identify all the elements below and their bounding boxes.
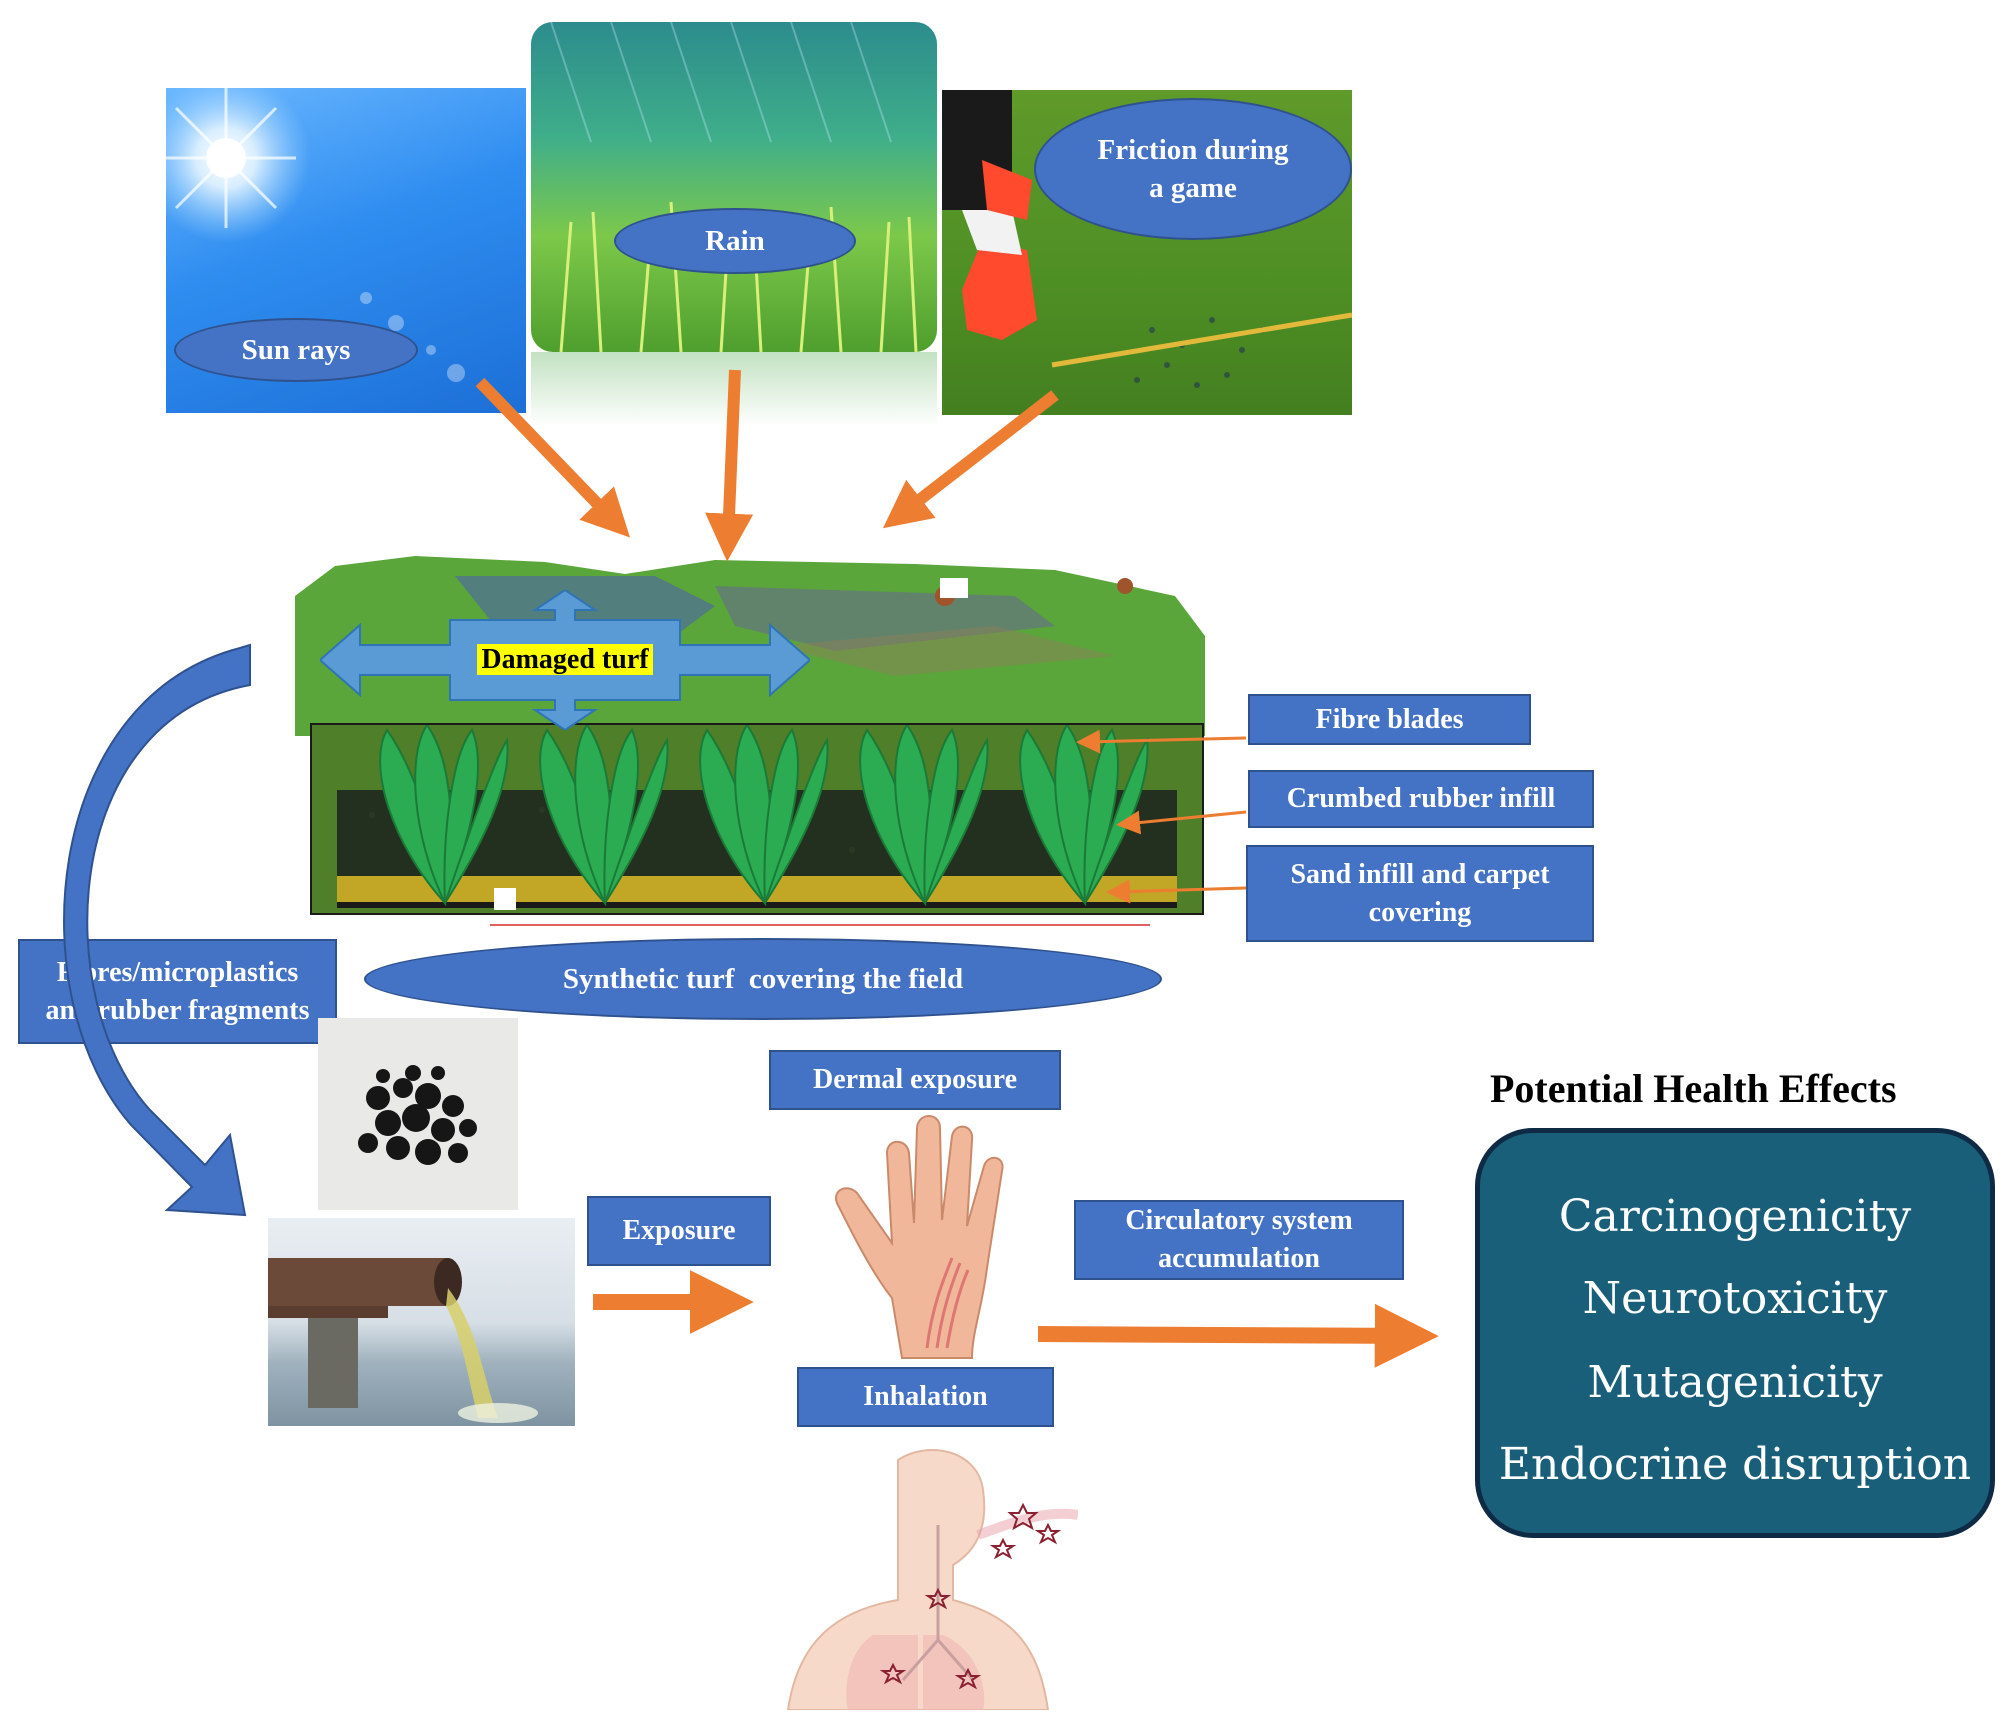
rubber-crumbs-photo: [318, 1018, 518, 1210]
turf-cross-section: [310, 723, 1204, 915]
effect-neurotoxicity: Neurotoxicity: [1582, 1273, 1888, 1324]
hand-icon: [835, 1115, 1004, 1359]
rain-photo: [531, 22, 937, 352]
inhalation-label: Inhalation: [797, 1367, 1054, 1427]
friction-label: Friction during a game: [1034, 98, 1352, 240]
accumulation-arrow: [1037, 1303, 1439, 1368]
fibres-microplastics-label: Fibres/microplastics and rubber fragment…: [18, 939, 337, 1044]
health-effects-title: Potential Health Effects: [1490, 1066, 1897, 1111]
damaged-turf-label: Damaged turf: [465, 640, 665, 680]
damaged-turf-text: Damaged turf: [477, 644, 653, 675]
lungs-inhalation-icon: [786, 1449, 1078, 1710]
effect-endocrine-disruption: Endocrine disruption: [1498, 1439, 1972, 1490]
rain-photo-reflection: [531, 352, 937, 427]
exposure-label: Exposure: [587, 1196, 771, 1266]
rubber-crumbs-icon: [358, 1065, 477, 1165]
wastewater-pipe-photo: [268, 1218, 575, 1426]
health-effects-panel: Carcinogenicity Neurotoxicity Mutagenici…: [1475, 1128, 1995, 1538]
effect-carcinogenicity: Carcinogenicity: [1558, 1191, 1912, 1242]
sun-rays-label: Sun rays: [174, 318, 418, 382]
synthetic-turf-caption: Synthetic turf covering the field: [364, 938, 1162, 1020]
fibre-blades-label: Fibre blades: [1248, 694, 1531, 745]
rain-grass-icon: [550, 22, 918, 352]
football-boot-icon: [942, 90, 1352, 388]
circulatory-accumulation-label: Circulatory system accumulation: [1074, 1200, 1404, 1280]
sun-icon: [166, 88, 465, 382]
fibre-blade-group: [379, 723, 1149, 907]
rain-label: Rain: [614, 208, 856, 274]
dermal-exposure-label: Dermal exposure: [769, 1050, 1061, 1110]
effect-mutagenicity: Mutagenicity: [1587, 1357, 1883, 1408]
crumbed-rubber-label: Crumbed rubber infill: [1248, 770, 1594, 828]
sand-infill-label: Sand infill and carpet covering: [1246, 845, 1594, 942]
pipe-icon: [268, 1258, 538, 1423]
release-curve-arrow: [63, 643, 251, 1217]
